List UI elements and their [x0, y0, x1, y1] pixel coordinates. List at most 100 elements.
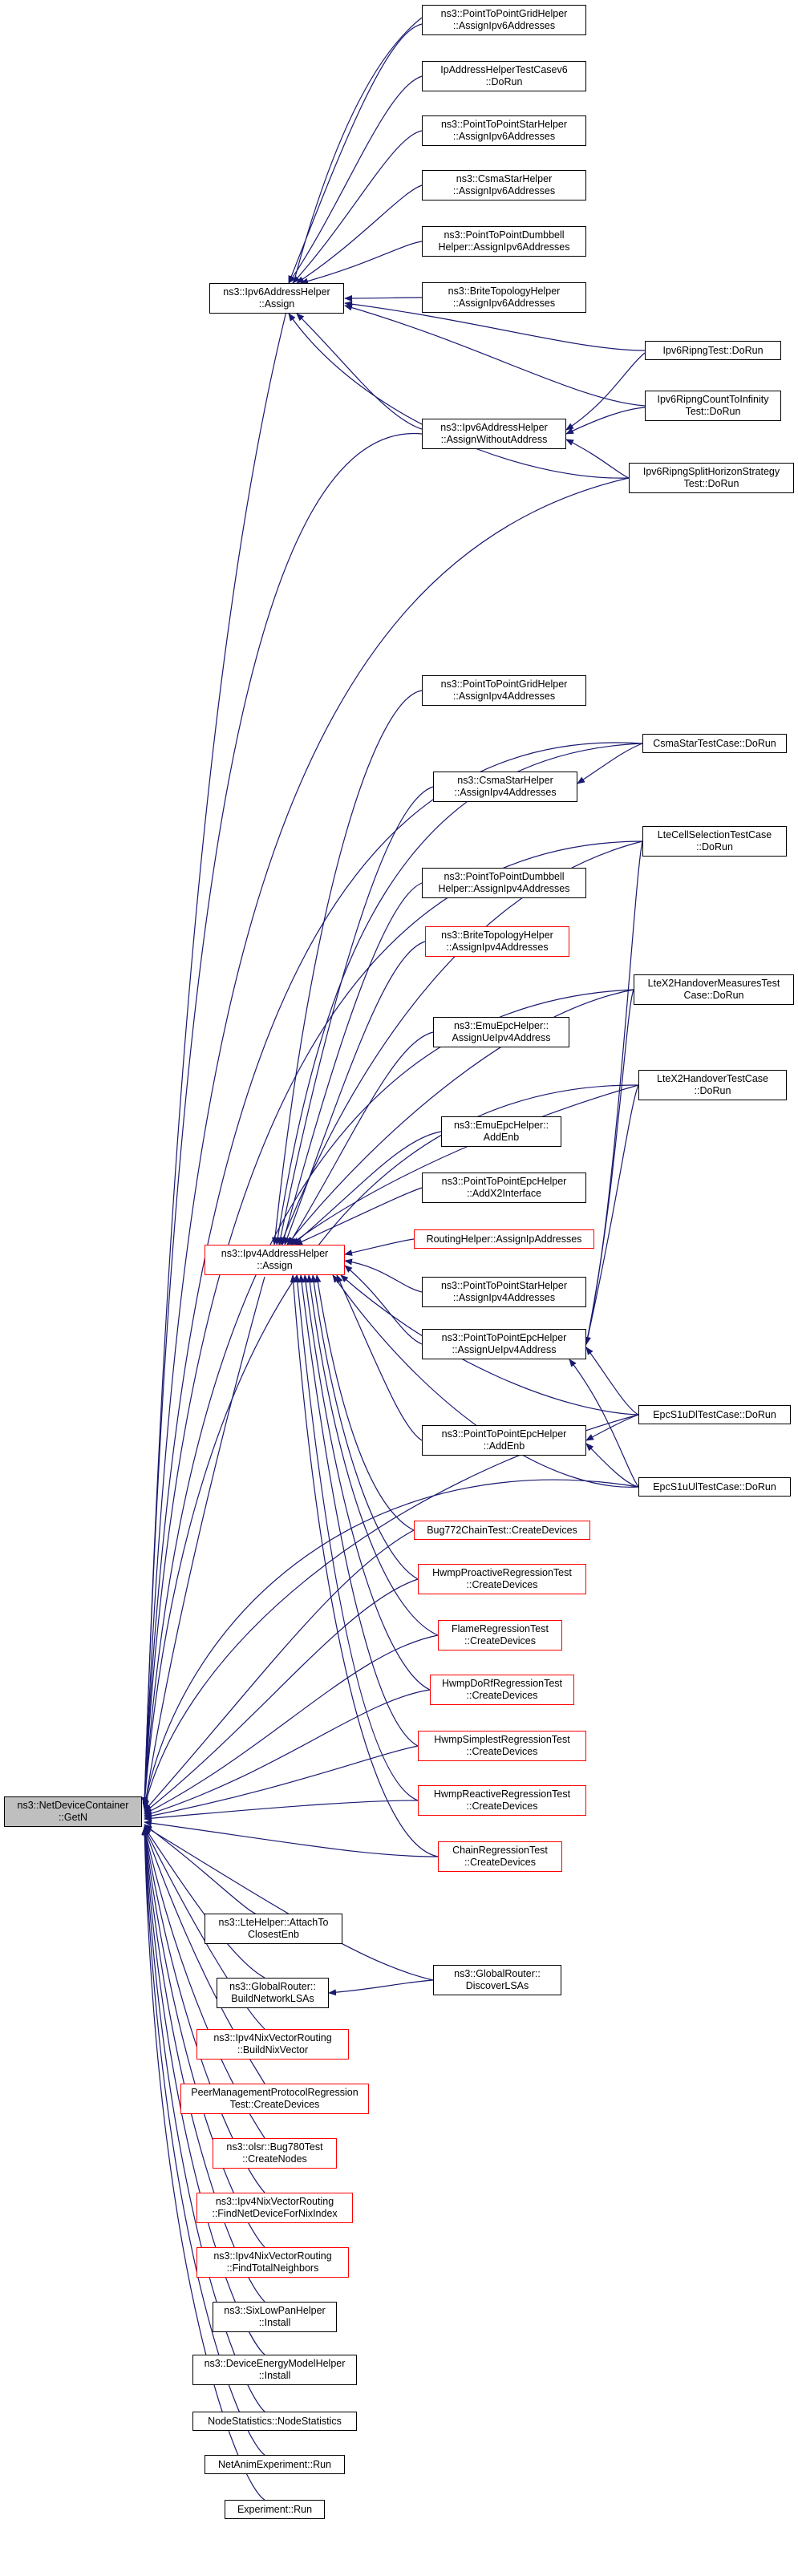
- node-label-line-2: ::CreateDevices: [466, 1579, 538, 1590]
- node-globalrouter-buildnetworklsas[interactable]: ns3::GlobalRouter::BuildNetworkLSAs: [217, 1978, 329, 2008]
- node-olsr-bug780test-createnodes[interactable]: ns3::olsr::Bug780Test::CreateNodes: [213, 2138, 337, 2169]
- node-epcs1uultestcase-dorun[interactable]: EpcS1uUlTestCase::DoRun: [638, 1477, 791, 1497]
- node-label-line-2: ::FindNetDeviceForNixIndex: [212, 2208, 338, 2219]
- node-hwmpreactiveregressiontest-createdevices[interactable]: HwmpReactiveRegressionTest::CreateDevice…: [418, 1785, 586, 1816]
- node-ipv4nixvectorrouting-findtotalneighbors[interactable]: ns3::Ipv4NixVectorRouting::FindTotalNeig…: [196, 2247, 349, 2278]
- node-label-line-2: AssignUeIpv4Address: [452, 1032, 551, 1043]
- node-hwmpdorfregressiontest-createdevices[interactable]: HwmpDoRfRegressionTest::CreateDevices: [430, 1675, 574, 1705]
- node-label-line-1: Bug772ChainTest::CreateDevices: [427, 1524, 577, 1536]
- call-edge-56: [344, 1238, 415, 1256]
- node-emuepchelper-assignueipv4address[interactable]: ns3::EmuEpcHelper::AssignUeIpv4Address: [433, 1017, 569, 1047]
- call-edge-2: [141, 433, 423, 1805]
- node-deviceenergymodelhelper-install[interactable]: ns3::DeviceEnergyModelHelper::Install: [192, 2355, 357, 2385]
- node-label-line-2: BuildNetworkLSAs: [231, 1993, 314, 2004]
- node-label-line-1: ns3::NetDeviceContainer: [17, 1800, 129, 1811]
- node-label-line-2: ::FindTotalNeighbors: [226, 2262, 319, 2274]
- node-label-line-1: ns3::PointToPointStarHelper: [440, 119, 568, 130]
- node-hwmpproactiveregressiontest-createdevices[interactable]: HwmpProactiveRegressionTest::CreateDevic…: [418, 1564, 586, 1594]
- node-label-line-2: ::Install: [258, 2317, 291, 2328]
- node-britetopologyhelper-assignipv4addresses[interactable]: ns3::BriteTopologyHelper::AssignIpv4Addr…: [425, 926, 569, 957]
- node-pointtopointepchelper-assignueipv4address[interactable]: ns3::PointToPointEpcHelper::AssignUeIpv4…: [422, 1329, 586, 1359]
- node-label-line-2: ::CreateDevices: [466, 1746, 538, 1757]
- node-flameregressiontest-createdevices[interactable]: FlameRegressionTest::CreateDevices: [438, 1620, 562, 1651]
- call-edge-74: [585, 1414, 639, 1441]
- node-nodestatistics-nodestatistics[interactable]: NodeStatistics::NodeStatistics: [192, 2412, 357, 2431]
- node-label-line-1: ns3::PointToPointStarHelper: [440, 1280, 568, 1291]
- node-ipv4nixvectorrouting-buildnixvector[interactable]: ns3::Ipv4NixVectorRouting::BuildNixVecto…: [196, 2029, 349, 2060]
- node-routinghelper-assignipaddresses[interactable]: RoutingHelper::AssignIpAddresses: [414, 1229, 594, 1249]
- node-bug772chaintest-createdevices[interactable]: Bug772ChainTest::CreateDevices: [414, 1521, 590, 1540]
- call-edge-41: [565, 352, 646, 431]
- node-netdevicecontainer-getn[interactable]: ns3::NetDeviceContainer::GetN: [4, 1796, 142, 1827]
- call-edge-34: [296, 184, 423, 284]
- node-globalrouter-discoverlsas[interactable]: ns3::GlobalRouter::DiscoverLSAs: [433, 1965, 561, 1995]
- call-edge-55: [294, 1187, 423, 1245]
- call-edge-65: [302, 1274, 431, 1691]
- node-ipv4nixvectorrouting-findnetdevicefornixindex[interactable]: ns3::Ipv4NixVectorRouting::FindNetDevice…: [196, 2193, 353, 2223]
- node-sixlowpanhelper-install[interactable]: ns3::SixLowPanHelper::Install: [213, 2302, 337, 2332]
- node-netanimexperiment-run[interactable]: NetAnimExperiment::Run: [205, 2455, 345, 2474]
- node-label-line-2: ::DoRun: [485, 76, 523, 87]
- call-edge-48: [280, 840, 643, 1245]
- node-label-line-1: ns3::CsmaStarHelper: [456, 173, 553, 184]
- node-label-line-2: Case::DoRun: [683, 990, 744, 1001]
- node-epcs1udltestcase-dorun[interactable]: EpcS1uDlTestCase::DoRun: [638, 1405, 791, 1424]
- node-pointtopointstarhelper-assignipv4addresses[interactable]: ns3::PointToPointStarHelper::AssignIpv4A…: [422, 1277, 586, 1307]
- call-edge-13: [144, 1634, 439, 1815]
- call-edge-31: [288, 23, 423, 284]
- node-pointtopointepchelper-addx2interface[interactable]: ns3::PointToPointEpcHelper::AddX2Interfa…: [422, 1173, 586, 1203]
- call-edge-35: [300, 241, 423, 285]
- node-label-line-1: LteCellSelectionTestCase: [657, 829, 772, 840]
- node-pointtopointgridhelper-assignipv4addresses[interactable]: ns3::PointToPointGridHelper::AssignIpv4A…: [422, 675, 586, 706]
- node-label-line-1: ns3::BriteTopologyHelper: [441, 930, 553, 941]
- node-pointtopointstarhelper-assignipv6addresses[interactable]: ns3::PointToPointStarHelper::AssignIpv6A…: [422, 115, 586, 146]
- node-label-line-1: ns3::PointToPointEpcHelper: [441, 1428, 567, 1440]
- node-csmastarhelper-assignipv4addresses[interactable]: ns3::CsmaStarHelper::AssignIpv4Addresses: [433, 772, 577, 802]
- node-chainregressiontest-createdevices[interactable]: ChainRegressionTest::CreateDevices: [438, 1841, 562, 1872]
- node-experiment-run[interactable]: Experiment::Run: [225, 2500, 325, 2519]
- node-csmastarhelper-assignipv6addresses[interactable]: ns3::CsmaStarHelper::AssignIpv6Addresses: [422, 170, 586, 200]
- node-label-line-1: Ipv6RipngTest::DoRun: [662, 344, 764, 356]
- call-edge-25: [142, 1827, 265, 2248]
- node-ipv6addresshelper-assignwithoutaddress[interactable]: ns3::Ipv6AddressHelper::AssignWithoutAdd…: [422, 419, 566, 449]
- node-ltecellselectiontestcase-dorun[interactable]: LteCellSelectionTestCase::DoRun: [642, 826, 787, 857]
- node-label-line-1: EpcS1uDlTestCase::DoRun: [653, 1408, 776, 1420]
- call-edge-60: [336, 1274, 423, 1441]
- node-ipaddresshelpertestcasev6-dorun[interactable]: IpAddressHelperTestCasev6::DoRun: [422, 61, 586, 91]
- call-edge-64: [306, 1274, 439, 1636]
- node-pointtopointgridhelper-assignipv6addresses[interactable]: ns3::PointToPointGridHelper::AssignIpv6A…: [422, 5, 586, 35]
- node-label-line-1: IpAddressHelperTestCasev6: [440, 64, 568, 75]
- call-edge-32: [288, 75, 423, 284]
- node-label-line-2: ::BuildNixVector: [237, 2044, 309, 2056]
- node-hwmpsimplestregressiontest-createdevices[interactable]: HwmpSimplestRegressionTest::CreateDevice…: [418, 1731, 586, 1761]
- node-ipv6ripngtest-dorun[interactable]: Ipv6RipngTest::DoRun: [645, 341, 781, 360]
- node-britetopologyhelper-assignipv6addresses[interactable]: ns3::BriteTopologyHelper::AssignIpv6Addr…: [422, 282, 586, 313]
- call-edge-3: [141, 477, 630, 1805]
- node-label-line-1: CsmaStarTestCase::DoRun: [653, 737, 776, 749]
- node-label-line-1: ns3::DeviceEnergyModelHelper: [204, 2358, 346, 2369]
- call-edge-11: [144, 1529, 415, 1812]
- call-edge-38: [344, 304, 646, 407]
- node-ipv6addresshelper-assign[interactable]: ns3::Ipv6AddressHelper::Assign: [209, 283, 344, 314]
- call-edge-52: [288, 1031, 434, 1245]
- node-csmastartestcase-dorun[interactable]: CsmaStarTestCase::DoRun: [642, 734, 787, 753]
- node-label-line-2: ::AssignIpv6Addresses: [452, 185, 556, 196]
- call-edge-69: [585, 840, 643, 1345]
- node-ltex2handovertestcase-dorun[interactable]: LteX2HandoverTestCase::DoRun: [638, 1070, 787, 1100]
- node-ipv4addresshelper-assign[interactable]: ns3::Ipv4AddressHelper::Assign: [205, 1245, 345, 1275]
- node-pointtopointepchelper-addenb[interactable]: ns3::PointToPointEpcHelper::AddEnb: [422, 1425, 586, 1456]
- node-emuepchelper-addenb[interactable]: ns3::EmuEpcHelper::AddEnb: [441, 1116, 561, 1147]
- node-label-line-2: ::Assign: [258, 298, 295, 310]
- node-label-line-1: ns3::EmuEpcHelper::: [453, 1120, 549, 1131]
- call-edge-18: [144, 1824, 265, 1916]
- call-edge-16: [144, 1800, 419, 1822]
